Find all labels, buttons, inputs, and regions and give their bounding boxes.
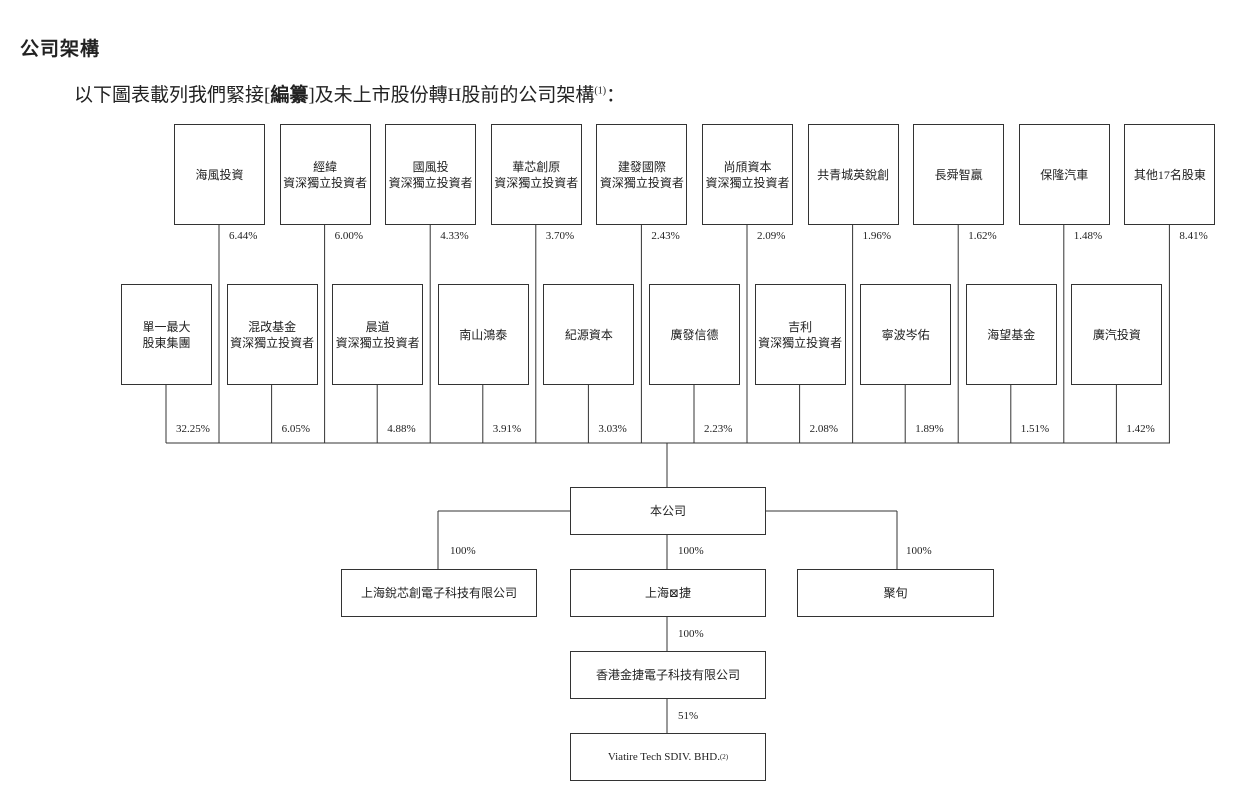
ownership-pct: 1.96% xyxy=(862,230,892,242)
shareholder-box: 寧波岑佑 xyxy=(860,284,952,385)
shareholder-label: 晨道 資深獨立投資者 xyxy=(335,319,420,350)
ownership-pct: 3.91% xyxy=(492,423,522,435)
company-label: 本公司 xyxy=(649,504,686,518)
shareholder-box: 海風投資 xyxy=(174,124,265,225)
footnote-ref: (2) xyxy=(719,753,729,761)
viatire-label: Viatire Tech SDIV. BHD. xyxy=(607,751,720,763)
subsidiary-box: 上海⊠捷 xyxy=(570,569,766,617)
shareholder-label: 混改基金 資深獨立投資者 xyxy=(230,319,315,350)
redacted-marker: 編纂 xyxy=(270,84,309,106)
shareholder-label: 海望基金 xyxy=(987,327,1036,342)
shareholder-label: 尚頎資本 資深獨立投資者 xyxy=(705,159,790,190)
subsidiary-box: 上海銳芯創電子科技有限公司 xyxy=(341,569,537,617)
intro-after: ]及未上市股份轉H股前的公司架構 xyxy=(308,85,595,106)
ownership-pct: 4.33% xyxy=(440,230,469,242)
shareholder-label: 廣發信德 xyxy=(670,327,719,342)
ownership-pct: 2.43% xyxy=(651,230,680,242)
shareholder-label: 長舜智贏 xyxy=(934,167,983,182)
shareholder-box: 尚頎資本 資深獨立投資者 xyxy=(702,124,793,225)
shareholder-label: 海風投資 xyxy=(195,167,244,182)
ownership-pct: 1.42% xyxy=(1126,423,1155,435)
shareholder-box: 廣發信德 xyxy=(649,284,740,385)
ownership-pct: 3.03% xyxy=(598,423,627,435)
ownership-pct: 6.00% xyxy=(334,230,364,242)
subsidiary-label: 上海⊠捷 xyxy=(644,586,692,600)
subsidiary-label: 上海銳芯創電子科技有限公司 xyxy=(360,586,517,600)
viatire-box: Viatire Tech SDIV. BHD.(2) xyxy=(570,733,766,781)
shareholder-box: 共青城英銳創 xyxy=(807,124,899,225)
shareholder-box: 長舜智贏 xyxy=(913,124,1005,225)
ownership-pct: 1.89% xyxy=(915,423,944,435)
shareholder-label: 建發國際 資深獨立投資者 xyxy=(599,159,684,190)
section-heading: 公司架構 xyxy=(20,38,101,60)
shareholder-box: 南山鴻泰 xyxy=(437,284,529,385)
shareholder-label: 保隆汽車 xyxy=(1040,167,1089,182)
subsidiary-box: 聚旬 xyxy=(797,569,994,617)
intro-text: 以下圖表載列我們緊接[編纂]及未上市股份轉H股前的公司架構(1)： xyxy=(74,80,625,107)
ownership-pct: 4.88% xyxy=(387,423,416,435)
ownership-pct: 100% xyxy=(678,628,704,640)
footnote-ref: (1) xyxy=(594,85,607,97)
shareholder-label: 南山鴻泰 xyxy=(459,327,508,342)
shareholder-label: 國風投 資深獨立投資者 xyxy=(388,159,473,190)
shareholder-label: 單一最大 股東集團 xyxy=(142,319,191,350)
shareholder-box: 吉利 資深獨立投資者 xyxy=(754,284,846,385)
subsidiary-label: 聚旬 xyxy=(883,586,908,600)
shareholder-box: 晨道 資深獨立投資者 xyxy=(332,284,424,385)
shareholder-box: 經緯 資深獨立投資者 xyxy=(279,124,371,225)
shareholder-label: 吉利 資深獨立投資者 xyxy=(758,319,843,350)
shareholder-box: 華芯創原 資深獨立投資者 xyxy=(490,124,582,225)
ownership-pct: 8.41% xyxy=(1179,230,1208,242)
ownership-pct: 2.09% xyxy=(757,230,786,242)
ownership-pct: 100% xyxy=(906,545,932,557)
ownership-pct: 32.25% xyxy=(176,423,210,435)
ownership-pct: 6.05% xyxy=(281,423,311,435)
ownership-pct: 2.08% xyxy=(809,423,839,435)
shareholder-label: 紀源資本 xyxy=(564,327,613,342)
shareholder-box: 國風投 資深獨立投資者 xyxy=(385,124,477,225)
hk-subsidiary-box: 香港金捷電子科技有限公司 xyxy=(570,651,766,699)
ownership-pct: 2.23% xyxy=(704,423,733,435)
ownership-pct: 6.44% xyxy=(229,230,258,242)
intro-colon: ： xyxy=(606,85,626,106)
ownership-pct: 3.70% xyxy=(545,230,575,242)
shareholder-label: 華芯創原 資深獨立投資者 xyxy=(494,159,579,190)
shareholder-box: 廣汽投資 xyxy=(1071,284,1163,385)
shareholder-label: 廣汽投資 xyxy=(1092,327,1141,342)
shareholder-box: 單一最大 股東集團 xyxy=(121,284,212,385)
shareholder-label: 寧波岑佑 xyxy=(881,327,930,342)
shareholder-label: 其他17名股東 xyxy=(1133,167,1206,182)
ownership-pct: 100% xyxy=(678,545,704,557)
ownership-pct: 100% xyxy=(450,545,476,557)
hk-subsidiary-label: 香港金捷電子科技有限公司 xyxy=(595,668,740,682)
shareholder-box: 保隆汽車 xyxy=(1018,124,1110,225)
shareholder-box: 混改基金 資深獨立投資者 xyxy=(226,284,318,385)
shareholder-box: 紀源資本 xyxy=(543,284,635,385)
shareholder-label: 共青城英銳創 xyxy=(817,167,890,182)
ownership-pct: 51% xyxy=(678,710,699,722)
shareholder-box: 其他17名股東 xyxy=(1124,124,1216,225)
ownership-pct: 1.48% xyxy=(1073,230,1103,242)
ownership-pct: 1.62% xyxy=(968,230,997,242)
intro-before: 以下圖表載列我們緊接[ xyxy=(74,85,271,106)
shareholder-box: 建發國際 資深獨立投資者 xyxy=(596,124,688,225)
shareholder-label: 經緯 資深獨立投資者 xyxy=(283,159,368,190)
company-box: 本公司 xyxy=(570,487,766,535)
ownership-pct: 1.51% xyxy=(1020,423,1050,435)
shareholder-box: 海望基金 xyxy=(965,284,1057,385)
